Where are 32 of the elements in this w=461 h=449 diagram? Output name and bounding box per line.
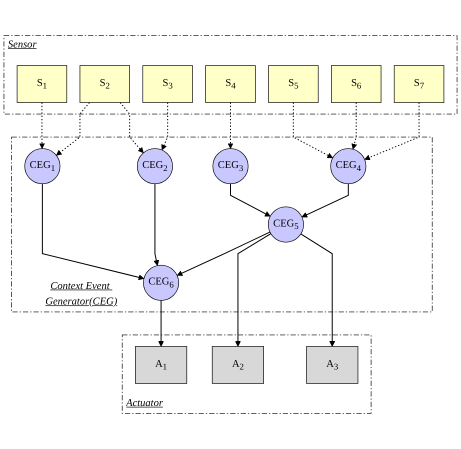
arrow — [42, 183, 144, 280]
node-circle: CEG$_{1}$ — [24, 148, 60, 184]
node-box: S$_{4}$ — [205, 65, 256, 103]
arrow — [158, 300, 164, 347]
node-circle: CEG$_{3}$ — [212, 148, 248, 184]
node-box: S$_{6}$ — [331, 65, 382, 103]
node-circle: CEG$_{2}$ — [136, 148, 173, 184]
node-box: S$_{2}$ — [80, 65, 130, 103]
node-box: A$_{2}$ — [212, 346, 264, 384]
node-circle: CEG$_{4}$ — [330, 148, 366, 184]
node-box: S$_{1}$ — [16, 65, 68, 103]
arrow — [235, 233, 272, 347]
arrow — [154, 183, 160, 266]
arrow — [230, 183, 271, 217]
node-circle: CEG$_{5}$ — [268, 206, 304, 242]
arrow — [302, 183, 349, 218]
arrow — [292, 102, 333, 158]
node-box: S$_{3}$ — [142, 65, 193, 103]
node-circle: CEG$_{6}$ — [143, 264, 180, 301]
node-box: S$_{7}$ — [394, 65, 444, 103]
node-box: A$_{1}$ — [135, 346, 188, 384]
node-box: A$_{3}$ — [306, 346, 358, 384]
arrow — [364, 102, 420, 160]
arrow — [120, 102, 144, 154]
arrow — [352, 102, 358, 150]
arrow — [161, 102, 168, 150]
arrow — [300, 233, 336, 347]
arrow — [56, 102, 90, 156]
arrow — [39, 102, 45, 149]
arrow — [228, 102, 234, 149]
node-box: S$_{5}$ — [268, 65, 319, 103]
arrow — [176, 232, 270, 276]
